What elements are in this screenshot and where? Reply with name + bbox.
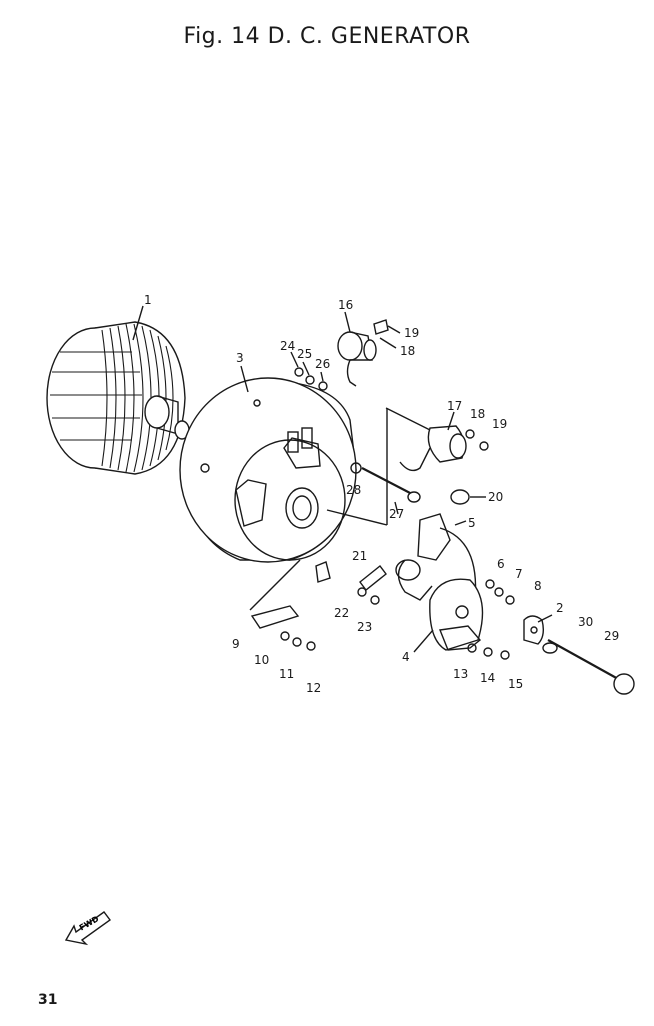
callout-labels: 1 2 3 4 5 6 7 8 9 10 11 12 13 14 15 16 1… bbox=[144, 293, 619, 695]
page-number: 31 bbox=[38, 992, 58, 1008]
spring-nut bbox=[450, 489, 486, 505]
callout-23: 23 bbox=[357, 620, 372, 634]
washer-set-upper bbox=[290, 351, 328, 391]
callout-13: 13 bbox=[453, 667, 468, 681]
condenser-lower bbox=[385, 407, 489, 472]
washer-30 bbox=[542, 642, 558, 654]
callout-15: 15 bbox=[508, 677, 523, 691]
callout-17: 17 bbox=[447, 399, 462, 413]
callout-20: 20 bbox=[488, 490, 503, 504]
callout-19a: 19 bbox=[404, 326, 419, 340]
washer-set-right bbox=[485, 579, 515, 605]
callout-6: 6 bbox=[497, 557, 505, 571]
callout-7: 7 bbox=[515, 567, 523, 581]
callout-26: 26 bbox=[315, 357, 330, 371]
callout-21: 21 bbox=[352, 549, 367, 563]
callout-1: 1 bbox=[144, 293, 152, 307]
callout-30: 30 bbox=[578, 615, 593, 629]
bracket-set bbox=[249, 559, 387, 651]
callout-18b: 18 bbox=[470, 407, 485, 421]
yoke-housing bbox=[179, 365, 357, 563]
callout-28: 28 bbox=[346, 483, 361, 497]
callout-3: 3 bbox=[236, 351, 244, 365]
callout-9: 9 bbox=[232, 637, 240, 651]
callout-24: 24 bbox=[280, 339, 295, 353]
callout-12: 12 bbox=[306, 681, 321, 695]
callout-25: 25 bbox=[297, 347, 312, 361]
callout-4: 4 bbox=[402, 650, 410, 664]
washer-set-lower bbox=[467, 643, 510, 660]
contact-breaker bbox=[395, 513, 477, 601]
condenser-upper bbox=[337, 311, 377, 387]
callout-22: 22 bbox=[334, 606, 349, 620]
screw-set-upper bbox=[373, 319, 401, 349]
callout-11: 11 bbox=[279, 667, 294, 681]
breaker-plate bbox=[413, 578, 635, 695]
fwd-arrow-icon: FWD bbox=[64, 911, 111, 946]
callout-8: 8 bbox=[534, 579, 542, 593]
callout-5: 5 bbox=[468, 516, 476, 530]
callout-16: 16 bbox=[338, 298, 353, 312]
callout-29: 29 bbox=[604, 629, 619, 643]
callout-2: 2 bbox=[556, 601, 564, 615]
page-title: Fig. 14 D. C. GENERATOR bbox=[183, 24, 471, 49]
callout-19b: 19 bbox=[492, 417, 507, 431]
callout-14: 14 bbox=[480, 671, 495, 685]
callout-10: 10 bbox=[254, 653, 269, 667]
long-bolt bbox=[326, 408, 421, 526]
armature-rotor bbox=[46, 305, 190, 475]
callout-18a: 18 bbox=[400, 344, 415, 358]
callout-27: 27 bbox=[389, 507, 404, 521]
